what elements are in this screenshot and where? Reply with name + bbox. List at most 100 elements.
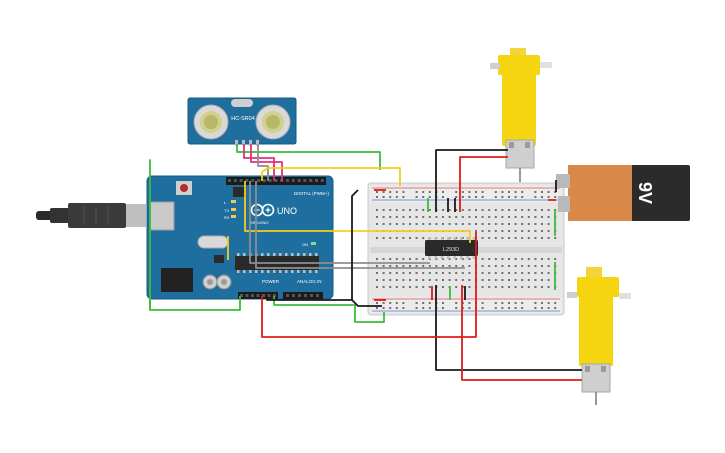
chip-pin: [428, 237, 431, 240]
sensor-pin: [249, 140, 252, 146]
breadboard-hole: [435, 223, 438, 225]
breadboard-hole: [409, 209, 411, 211]
breadboard-hole: [488, 272, 491, 274]
breadboard-hole: [494, 307, 497, 309]
breadboard-hole: [541, 286, 543, 288]
breadboard-hole: [455, 196, 458, 198]
breadboard-hole: [468, 265, 471, 267]
battery-label: 9V: [635, 182, 655, 204]
breadboard-hole: [508, 272, 510, 274]
header-pin: [303, 179, 307, 182]
wire-black-motor-bottom: [435, 285, 582, 371]
breadboard-hole: [415, 258, 418, 260]
breadboard-hole: [541, 196, 543, 198]
breadboard-hole: [395, 307, 398, 309]
breadboard-hole: [389, 307, 392, 309]
breadboard-hole: [494, 230, 497, 232]
breadboard-hole: [521, 196, 524, 198]
breadboard-hole: [468, 223, 471, 225]
breadboard-hole: [468, 216, 471, 218]
header-pin: [233, 179, 237, 182]
breadboard-hole: [376, 279, 378, 281]
dc-motor-bottom[interactable]: [567, 267, 631, 405]
breadboard-hole: [508, 216, 510, 218]
l293d-chip[interactable]: L293D: [425, 237, 478, 259]
breadboard-hole: [415, 265, 418, 267]
hc-sr04-sensor[interactable]: HC-SR04: [187, 97, 297, 146]
arduino-logo: [250, 203, 275, 217]
breadboard-hole: [395, 265, 398, 267]
breadboard-hole: [395, 196, 398, 198]
wire-gray-a: [249, 181, 430, 264]
breadboard-hole: [508, 307, 510, 309]
breadboard-hole: [541, 272, 543, 274]
breadboard-hole: [501, 265, 504, 267]
sensor-pin: [242, 140, 245, 146]
breadboard-hole: [422, 286, 425, 288]
breadboard-hole: [547, 302, 550, 304]
mcu-pin: [261, 270, 264, 273]
breadboard-hole: [541, 265, 543, 267]
breadboard-hole: [547, 209, 550, 211]
breadboard-hole: [402, 191, 405, 193]
breadboard-hole: [481, 307, 484, 309]
dc-motor-top[interactable]: [490, 48, 552, 182]
wire-green-bottom: [273, 296, 385, 323]
breadboard-hole: [501, 191, 504, 193]
breadboard-hole: [501, 230, 504, 232]
breadboard-hole: [527, 230, 530, 232]
header-pin: [286, 179, 289, 182]
wire-gray-b: [255, 181, 465, 269]
breadboard-hole: [494, 279, 497, 281]
chip-pin: [447, 256, 450, 259]
mcu-pin: [309, 270, 312, 273]
breadboard-hole: [494, 302, 497, 304]
breadboard-hole: [422, 223, 425, 225]
breadboard-hole: [494, 272, 497, 274]
breadboard-hole: [428, 302, 431, 304]
mcu-pin: [291, 270, 294, 273]
breadboard-hole: [501, 223, 504, 225]
breadboard-hole: [521, 279, 524, 281]
chip-pin: [434, 237, 437, 240]
mcu-pin: [267, 270, 270, 273]
breadboard-hole: [547, 237, 550, 239]
breadboard-hole: [435, 216, 438, 218]
chip-pin: [460, 237, 463, 240]
arduino-uno-board[interactable]: DIGITAL (PWM~) POWER ANALOG IN UNO ARDUI…: [146, 175, 334, 300]
breadboard-hole: [554, 307, 557, 309]
breadboard-hole: [527, 237, 530, 239]
chip-pin: [428, 256, 431, 259]
header-pin: [316, 294, 319, 297]
breadboard-hole: [395, 216, 398, 218]
breadboard-hole: [527, 209, 530, 211]
breadboard-hole: [521, 237, 524, 239]
breadboard-hole: [475, 223, 477, 225]
mcu-pin: [285, 270, 288, 273]
breadboard-hole: [461, 209, 464, 211]
breadboard-hole: [455, 302, 458, 304]
mcu-pin: [273, 270, 276, 273]
breadboard-hole: [547, 265, 550, 267]
chip-pin: [472, 237, 476, 240]
battery-9v[interactable]: 9V: [556, 165, 690, 221]
reset-button[interactable]: [180, 184, 188, 192]
breadboard-hole: [382, 223, 385, 225]
breadboard-hole: [382, 307, 385, 309]
digital-pwm-label: DIGITAL (PWM~): [294, 191, 329, 196]
breadboard-hole: [521, 265, 524, 267]
header-pin: [309, 179, 313, 182]
breadboard-hole: [534, 286, 537, 288]
breadboard-hole: [461, 258, 464, 260]
breadboard-hole: [395, 191, 398, 193]
header-pin: [262, 294, 265, 297]
breadboard-hole: [428, 216, 431, 218]
breadboard-hole: [461, 272, 464, 274]
breadboard-hole: [402, 307, 405, 309]
breadboard-hole: [541, 307, 543, 309]
header-pin: [298, 294, 301, 297]
chip-pin: [460, 256, 463, 259]
breadboard-hole: [389, 209, 392, 211]
mcu-pin: [315, 270, 318, 273]
